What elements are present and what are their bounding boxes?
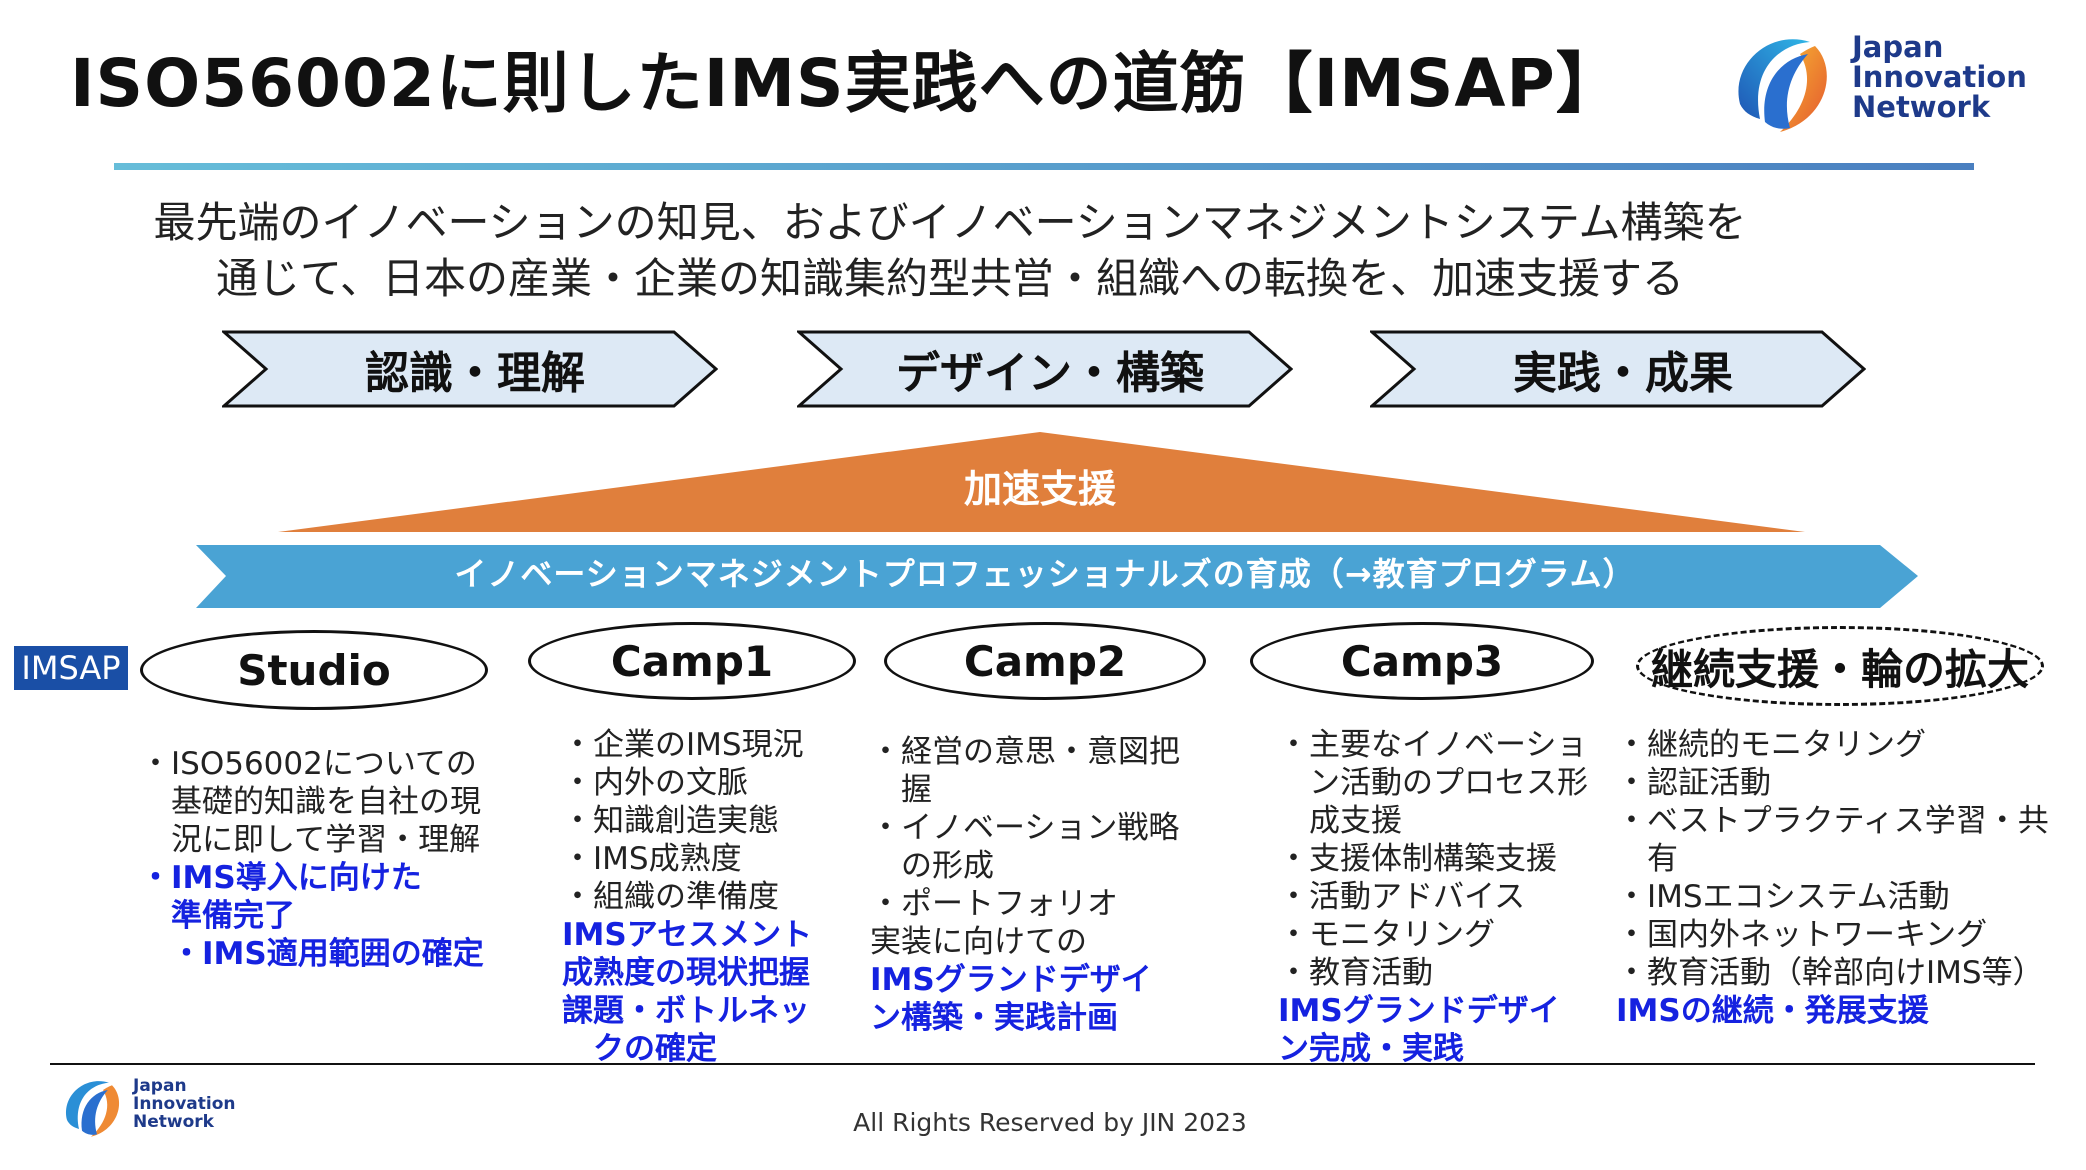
logo-text-network: Network xyxy=(1852,90,1991,124)
list-item: ・IMSエコシステム活動 xyxy=(1616,879,1950,915)
list-item: ・組織の準備度 xyxy=(562,879,779,915)
mission-statement: 最先端のイノベーションの知見、およびイノベーションマネジメントシステム構築を 通… xyxy=(100,195,1800,307)
phase-chevron-recognition: 認識・理解 xyxy=(222,330,718,408)
list-item: ・主要なイノベーショ xyxy=(1278,727,1588,763)
acceleration-label: 加速支援 xyxy=(963,467,1116,511)
list-item: ・ISO56002についての xyxy=(140,746,477,782)
outcome-line: 課題・ボトルネッ xyxy=(562,993,810,1029)
list-item: 基礎的知識を自社の現 xyxy=(140,784,481,820)
list-item: ・企業のIMS現況 xyxy=(562,727,804,763)
mission-line-1: 最先端のイノベーションの知見、およびイノベーションマネジメントシステム構築を xyxy=(153,198,1747,247)
logo-text-innovation: Innovation xyxy=(133,1094,236,1114)
list-item: 実装に向けての xyxy=(870,924,1087,960)
outcome-line: ・IMS適用範囲の確定 xyxy=(140,936,484,972)
list-item: ・活動アドバイス xyxy=(1278,879,1526,915)
outcome-line: クの確定 xyxy=(562,1031,717,1067)
stage-camp2: Camp2 xyxy=(884,622,1206,700)
list-item: 有 xyxy=(1616,841,1678,877)
list-item: ・ポートフォリオ xyxy=(870,886,1118,922)
education-band-label: イノベーションマネジメントプロフェッショナルズの育成（→教育プログラム） xyxy=(454,555,1636,593)
logo-text-japan: Japan xyxy=(1852,30,1944,64)
imsap-badge: IMSAP xyxy=(14,646,128,690)
list-item: ・国内外ネットワーキング xyxy=(1616,917,1988,953)
list-item: ・支援体制構築支援 xyxy=(1278,841,1557,877)
stage-camp3: Camp3 xyxy=(1250,622,1594,700)
logo-text-innovation: Innovation xyxy=(1852,60,2027,94)
outcome-line: 準備完了 xyxy=(140,898,295,934)
outcome-line: IMSの継続・発展支援 xyxy=(1616,993,1929,1029)
list-item: ・教育活動 xyxy=(1278,955,1433,991)
footer-divider xyxy=(50,1063,2035,1065)
list-item: ン活動のプロセス形 xyxy=(1278,765,1588,801)
title-divider xyxy=(114,163,1974,170)
list-item: ・経営の意思・意図把 xyxy=(870,734,1180,770)
stage-camp1: Camp1 xyxy=(528,622,856,700)
list-item: ・教育活動（幹部向けIMS等） xyxy=(1616,955,2044,991)
outcome-line: IMSアセスメント xyxy=(562,917,813,953)
stage-studio: Studio xyxy=(140,630,488,710)
list-item: 況に即して学習・理解 xyxy=(140,822,481,858)
list-item: 握 xyxy=(870,772,932,808)
list-item: の形成 xyxy=(870,848,994,884)
phase-label: 認識・理解 xyxy=(365,348,585,399)
list-item: 成支援 xyxy=(1278,803,1402,839)
list-item: ・継続的モニタリング xyxy=(1616,727,1926,763)
camp3-column: ・主要なイノベーショ ン活動のプロセス形 成支援 ・支援体制構築支援 ・活動アド… xyxy=(1278,726,1588,1068)
logo-text-network: Network xyxy=(133,1112,214,1132)
education-band-arrow xyxy=(196,545,1918,608)
acceleration-triangle xyxy=(196,432,1918,608)
outcome-line: IMSグランドデザイ xyxy=(1278,993,1560,1029)
phase-chevron-design: デザイン・構築 xyxy=(797,330,1293,408)
phase-chevron-practice: 実践・成果 xyxy=(1370,330,1866,408)
phase-label: 実践・成果 xyxy=(1513,348,1733,399)
studio-column: ・ISO56002についての 基礎的知識を自社の現 況に即して学習・理解 ・IM… xyxy=(140,745,484,973)
copyright-footer: All Rights Reserved by JIN 2023 xyxy=(853,1108,1247,1137)
list-item: ・内外の文脈 xyxy=(562,765,748,801)
outcome-line: 成熟度の現状把握 xyxy=(562,955,810,991)
continuation-column: ・継続的モニタリング ・認証活動 ・ベストプラクティス学習・共 有 ・IMSエコ… xyxy=(1616,726,2049,1030)
camp1-column: ・企業のIMS現況 ・内外の文脈 ・知識創造実態 ・IMS成熟度 ・組織の準備度… xyxy=(562,726,812,1068)
globe-swirl-icon xyxy=(66,1081,120,1137)
list-item: ・モニタリング xyxy=(1278,917,1495,953)
outcome-line: ・IMS導入に向けた xyxy=(140,860,422,896)
page-title: ISO56002に則したIMS実践への道筋【IMSAP】 xyxy=(70,45,1623,122)
globe-swirl-icon xyxy=(1738,39,1827,132)
list-item: ・イノベーション戦略 xyxy=(870,810,1180,846)
logo-text-japan: Japan xyxy=(133,1076,187,1096)
list-item: ・IMS成熟度 xyxy=(562,841,742,877)
list-item: ・知識創造実態 xyxy=(562,803,779,839)
phase-label: デザイン・構築 xyxy=(896,348,1204,399)
list-item: ・認証活動 xyxy=(1616,765,1771,801)
outcome-line: IMSグランドデザイ xyxy=(870,962,1152,998)
outcome-line: ン完成・実践 xyxy=(1278,1031,1464,1067)
stage-continuation: 継続支援・輪の拡大 xyxy=(1636,626,2044,706)
mission-line-2: 通じて、日本の産業・企業の知識集約型共営・組織への転換を、加速支援する xyxy=(216,254,1684,303)
jin-logo-footer: Japan Innovation Network xyxy=(55,1068,255,1148)
list-item: ・ベストプラクティス学習・共 xyxy=(1616,803,2049,839)
outcome-line: ン構築・実践計画 xyxy=(870,1000,1118,1036)
jin-logo: Japan Innovation Network xyxy=(1720,24,2027,144)
camp2-column: ・経営の意思・意図把 握 ・イノベーション戦略 の形成 ・ポートフォリオ 実装に… xyxy=(870,733,1180,1037)
